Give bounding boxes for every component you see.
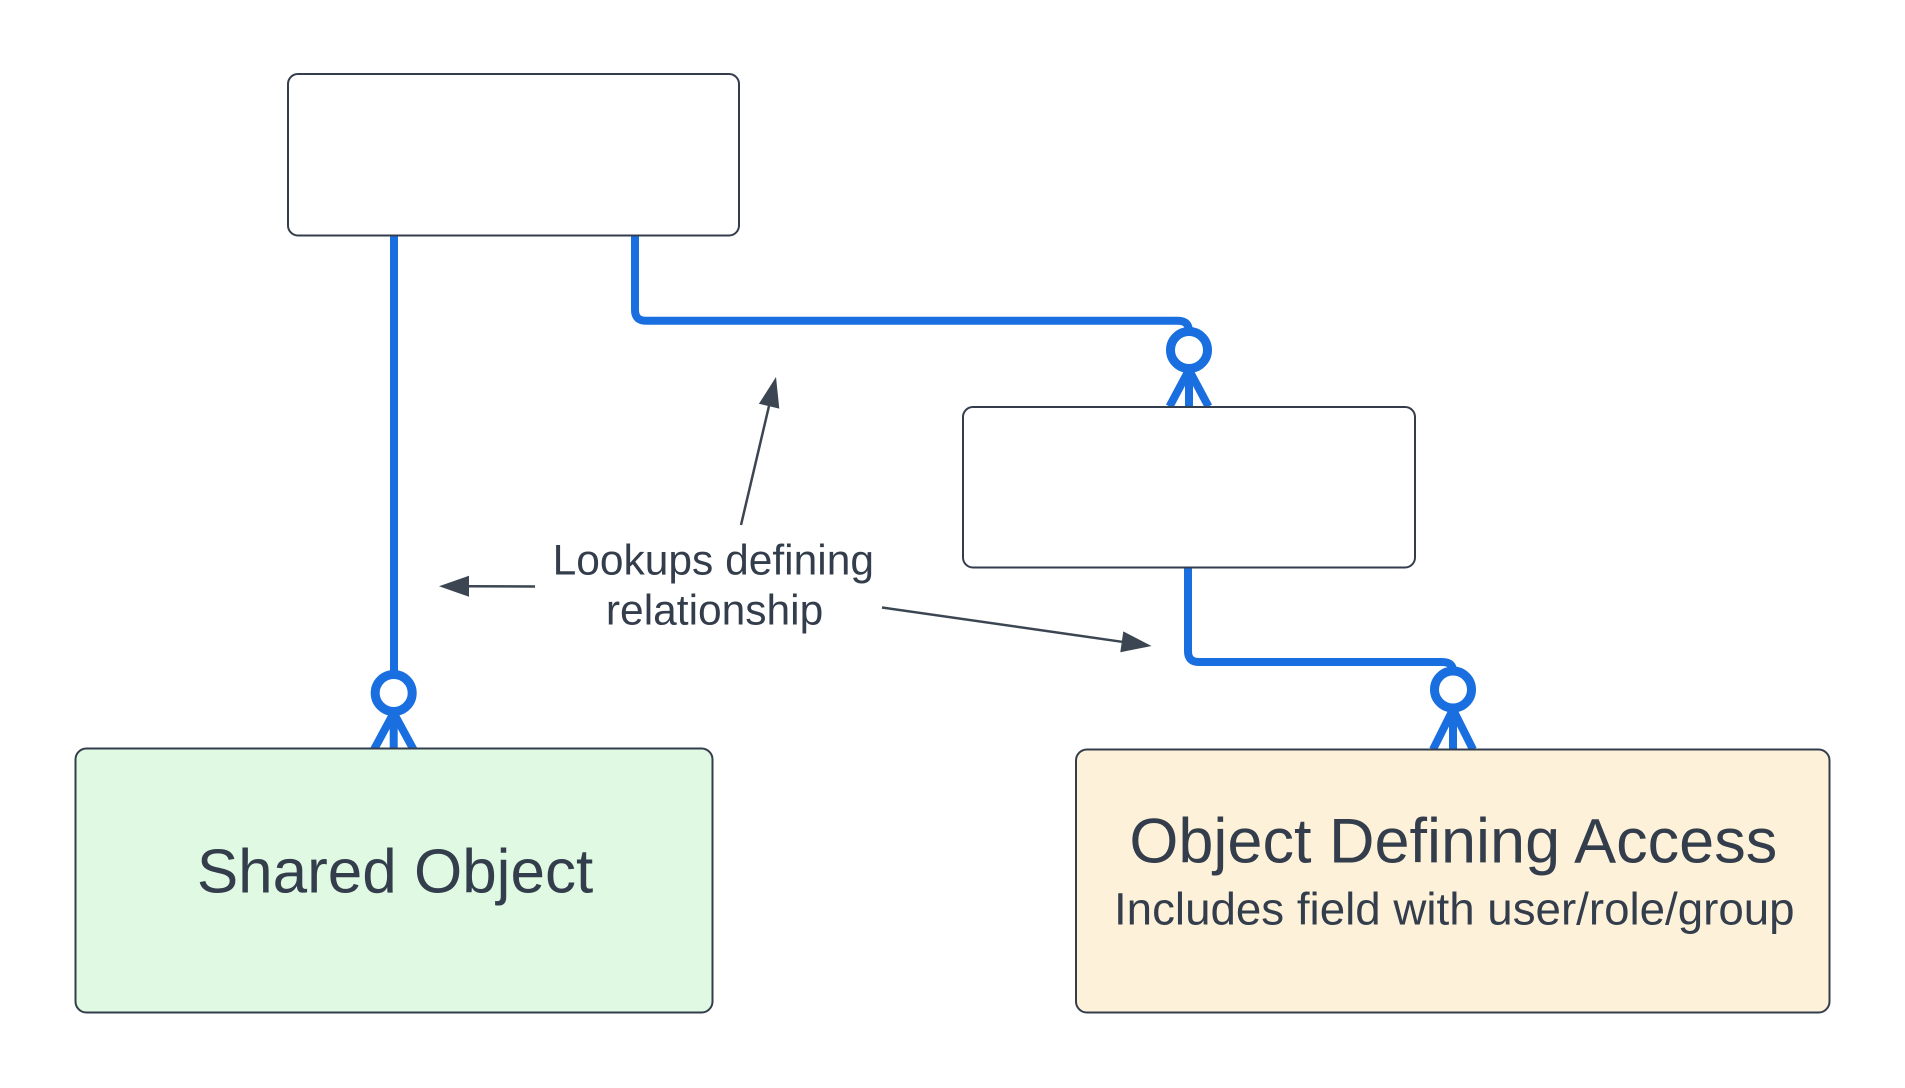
svg-text:Object Defining Access: Object Defining Access bbox=[1129, 807, 1777, 877]
svg-text:Lookups defining: Lookups defining bbox=[553, 537, 874, 584]
svg-text:Includes field with user/role/: Includes field with user/role/group bbox=[1114, 883, 1795, 934]
svg-text:relationship: relationship bbox=[606, 588, 823, 635]
svg-text:Shared Object: Shared Object bbox=[197, 838, 593, 907]
